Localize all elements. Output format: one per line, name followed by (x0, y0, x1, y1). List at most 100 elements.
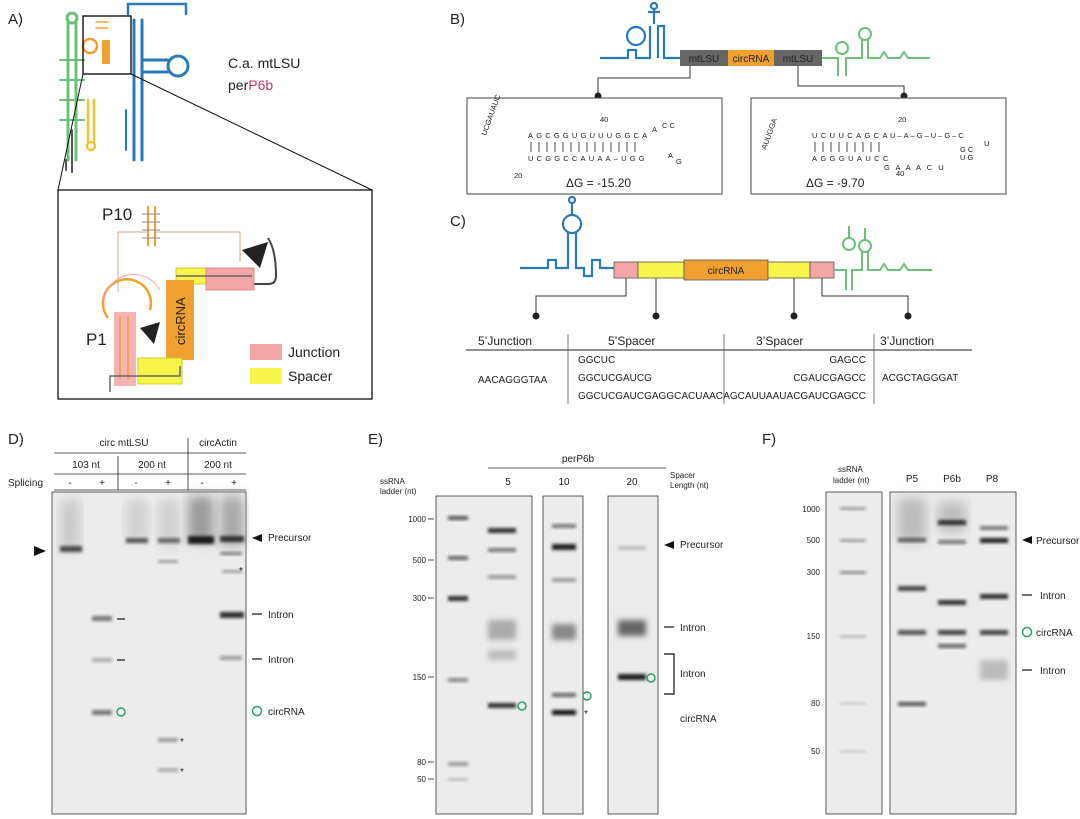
e-ladder-1000: 1000 (408, 515, 426, 524)
e-construct: perP6b (562, 454, 595, 465)
mtlsu-right-label: mtLSU (783, 54, 814, 65)
mtlsu-left-box (680, 50, 728, 66)
f-gel-bands (840, 498, 1008, 753)
d-band-precursor-1 (60, 546, 82, 552)
d-band-precursor-5 (188, 536, 214, 544)
f-ladder-title-1: ssRNA (838, 465, 864, 474)
e-circ-marker-5 (517, 701, 527, 711)
d-smear-3 (126, 500, 148, 540)
d-band-6c (222, 570, 242, 573)
f-p6b-circ (938, 630, 966, 635)
f-ladder-1000: 1000 (802, 505, 820, 514)
e-ladder-300: 300 (413, 594, 427, 603)
e-precursor-arrow (664, 541, 674, 549)
connector-left (597, 66, 691, 96)
e-5-b3 (488, 575, 516, 579)
panel-c-blue-structure (520, 195, 614, 278)
d-gel (51, 491, 247, 815)
p10-connect (117, 231, 241, 292)
e-ladder-50: 50 (417, 775, 426, 784)
d-circ-marker-gel (116, 707, 126, 717)
d-lane-signs: - + - + - + (68, 478, 237, 489)
structure-box-right (750, 97, 1007, 195)
e-spacer-title-2: Length (nt) (670, 481, 709, 490)
legend-spacer-label: Spacer (288, 368, 333, 384)
blue-top (126, 2, 188, 16)
f-p5-circ (898, 630, 926, 635)
table-3spacer-2: CGAUCGAGCC (793, 373, 866, 384)
d-label-intron1: Intron (268, 610, 294, 621)
table-5spacer-3: GGCUCGAUCGAGGCACUAAC (578, 391, 723, 402)
sequence-table: 5’Junction 5’Spacer 3’Spacer 3’Junction … (466, 334, 972, 404)
e-20-circ (618, 674, 646, 680)
d-band-circ-2 (92, 710, 112, 715)
e-circ-marker-20 (646, 673, 656, 683)
d-size-2: 200 nt (138, 460, 166, 471)
e-ladder-band-150 (448, 678, 468, 682)
p10-label: P10 (102, 205, 132, 224)
orange-loop (81, 37, 99, 55)
panel-e-letter: E) (368, 431, 383, 448)
right-top-seq: UCUUCAGCA (812, 131, 891, 140)
right-end-3: U (984, 139, 989, 148)
f-p8-b1 (980, 526, 1008, 530)
f-ladder-band-50 (840, 750, 866, 753)
d-gel-bands (60, 496, 244, 772)
c-circrna-label: circRNA (708, 266, 745, 277)
f-ladder-300: 300 (807, 568, 821, 577)
f-ladder-band-80 (840, 702, 866, 705)
table-header-5junction: 5’Junction (478, 334, 532, 348)
f-ladder-500: 500 (807, 536, 821, 545)
structure-box-left (466, 97, 723, 195)
panel-f: F) ssRNA ladder (nt) P5 P6b P8 1000 500 … (762, 431, 1080, 815)
f-p8-smear (980, 660, 1008, 680)
p1-label: P1 (86, 330, 107, 349)
p1-loop (101, 278, 153, 319)
panel-b-letter: B) (450, 11, 465, 28)
dg-right: ΔG = -9.70 (806, 176, 865, 190)
species-label: C.a. mtLSU (228, 55, 300, 71)
f-p8-intron (980, 594, 1008, 599)
left-top-seq: AGCGGUGUUUGGCA (528, 131, 650, 140)
d-star-2: * (180, 767, 184, 778)
right-bridge: U–A–G–U–G–C (890, 131, 966, 140)
panel-e: E) ssRNA ladder (nt) perP6b 5 10 20 Spac… (368, 431, 724, 815)
zoom-inset (57, 189, 373, 400)
e-10-precursor (552, 544, 576, 550)
table-5spacer-1: GGCUC (578, 355, 615, 366)
panel-c-green-structure (834, 226, 932, 290)
table-3spacer-1: GAGCC (829, 355, 866, 366)
green-loop (65, 11, 79, 25)
table-3junction-seq: ACGCTAGGGAT (882, 373, 958, 384)
e-intron2-bracket (664, 653, 675, 695)
d-band-precursor-6 (220, 536, 244, 542)
table-3spacer-3: AGCAUUAAUACGAUCGAGCC (723, 391, 866, 402)
p1-outer (103, 273, 161, 301)
e-5-intron-smear (488, 620, 516, 640)
d-band-intron2-2 (92, 658, 112, 662)
f-ladder-band-500 (840, 539, 866, 542)
d-label-circrna: circRNA (268, 707, 305, 718)
d-band-4-low1 (158, 738, 178, 742)
right-tick-40: 40 (896, 169, 904, 178)
left-bot-seq: UCGGCCAUAA–UGG (528, 154, 648, 163)
d-group-actin: circActin (199, 438, 237, 449)
f-ladder-band-1000 (840, 507, 866, 510)
f-p6b-b1 (938, 520, 966, 525)
left-tick-40: 40 (600, 115, 608, 124)
table-header-3junction: 3’Junction (880, 334, 934, 348)
circrna-label-b: circRNA (733, 54, 770, 65)
orange-bar (102, 40, 110, 64)
e-star: * (584, 709, 588, 720)
f-p6b-low (938, 644, 966, 648)
panel-c-letter: C) (450, 213, 466, 230)
circrna-bar (166, 280, 194, 360)
d-size-1: 103 nt (72, 460, 100, 471)
e-spacer-title-1: Spacer (670, 471, 696, 480)
zoom-line-right (130, 73, 373, 191)
right-end-2: U G (960, 153, 974, 162)
legend-junction-swatch (250, 344, 282, 360)
d-splicing-label: Splicing (8, 478, 43, 489)
c-conn-3j (821, 278, 909, 316)
